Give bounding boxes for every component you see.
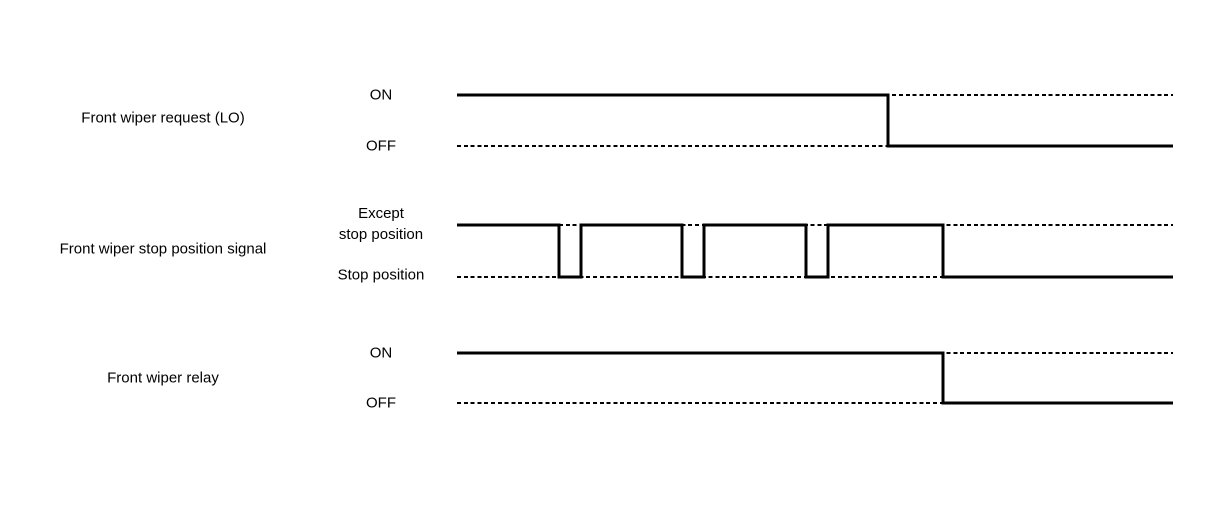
level-label-except-stop-position-line1: Except (358, 205, 404, 222)
signal-trace (457, 223, 1173, 279)
signal-name-front-wiper-relay: Front wiper relay (107, 369, 219, 387)
level-label-stop-position: Stop position (337, 266, 425, 284)
level-label-relay-off: OFF (366, 394, 396, 412)
level-label-relay-on: ON (369, 344, 393, 362)
signal-name-front-wiper-stop-position-signal: Front wiper stop position signal (59, 240, 267, 258)
signal-trace (457, 351, 1173, 405)
signal-name-front-wiper-request: Front wiper request (LO) (81, 109, 245, 127)
level-label-request-on: ON (369, 86, 393, 104)
level-label-request-off: OFF (366, 137, 396, 155)
level-label-except-stop-position: Except stop position (339, 203, 423, 245)
signal-trace (457, 93, 1173, 148)
level-label-except-stop-position-line2: stop position (338, 226, 424, 243)
